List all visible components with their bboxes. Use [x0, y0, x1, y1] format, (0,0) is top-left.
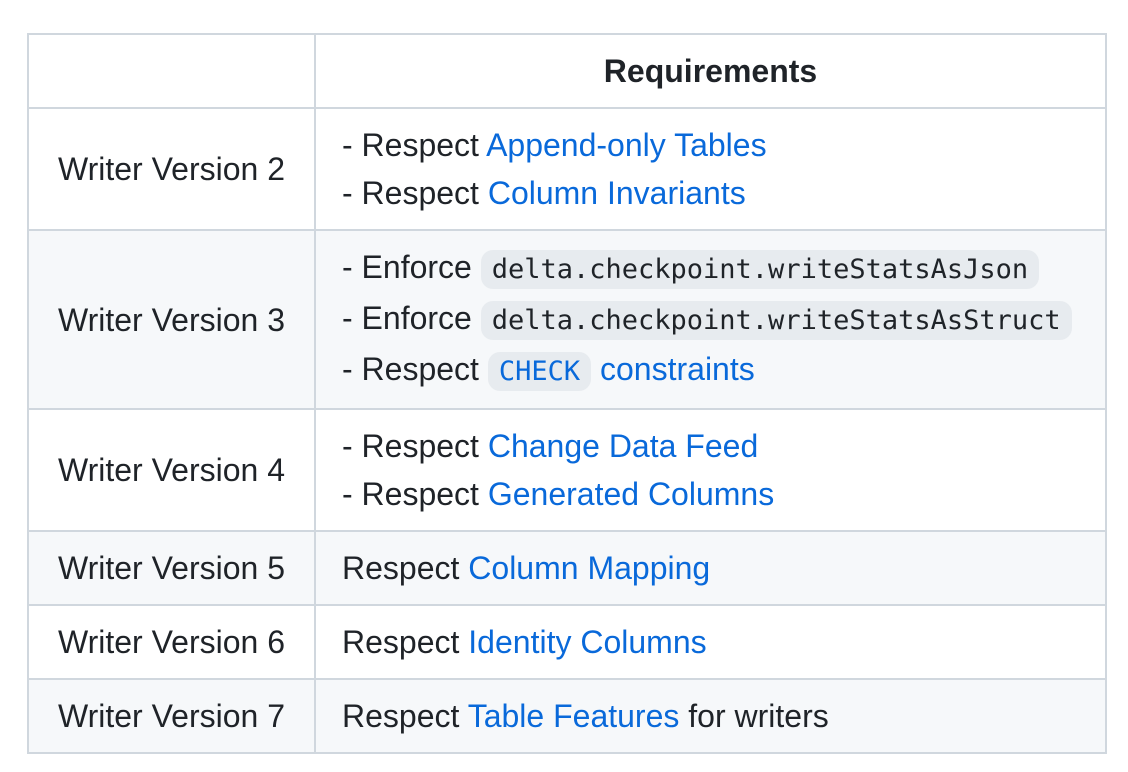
requirement-line: - Respect Change Data Feed — [342, 422, 1079, 470]
requirement-line: - Respect Append-only Tables — [342, 121, 1079, 169]
requirement-link[interactable]: Table Features — [467, 698, 680, 734]
requirement-link[interactable]: Identity Columns — [468, 624, 707, 660]
requirement-text: Respect — [342, 624, 469, 660]
requirement-link[interactable]: Append-only Tables — [486, 127, 767, 163]
requirements-cell: Respect Column Mapping — [314, 530, 1107, 606]
requirement-text: for writers — [679, 698, 829, 734]
inline-code: CHECK — [487, 352, 592, 391]
requirement-link[interactable]: Column Mapping — [468, 550, 711, 586]
writer-version-cell: Writer Version 2 — [27, 107, 316, 231]
column-header-requirements: Requirements — [314, 33, 1107, 109]
table-row: Writer Version 6 Respect Identity Columns — [27, 604, 1107, 680]
requirements-cell: - Respect Append-only Tables- Respect Co… — [314, 107, 1107, 231]
requirement-line: - Enforce delta.checkpoint.writeStatsAsJ… — [342, 243, 1079, 294]
requirement-line: Respect Identity Columns — [342, 618, 1079, 666]
writer-version-cell: Writer Version 7 — [27, 678, 316, 754]
requirements-cell: - Enforce delta.checkpoint.writeStatsAsJ… — [314, 229, 1107, 410]
requirement-link[interactable]: constraints — [600, 351, 755, 387]
table-row: Writer Version 4- Respect Change Data Fe… — [27, 408, 1107, 532]
requirements-cell: Respect Table Features for writers — [314, 678, 1107, 754]
requirement-text: - Enforce — [342, 249, 481, 285]
column-header-empty — [27, 33, 316, 109]
table-row: Writer Version 3 - Enforce delta.checkpoi… — [27, 229, 1107, 410]
table-row: Writer Version 7 Respect Table Features f… — [27, 678, 1107, 754]
requirement-line: Respect Table Features for writers — [342, 692, 1079, 740]
table-row: Writer Version 5 Respect Column Mapping — [27, 530, 1107, 606]
requirement-text: Respect — [342, 550, 469, 586]
requirements-cell: - Respect Change Data Feed- Respect Gene… — [314, 408, 1107, 532]
writer-requirements-table: Requirements Writer Version 2- Respect A… — [27, 33, 1107, 754]
inline-code-link[interactable]: CHECK — [498, 356, 581, 387]
writer-version-cell: Writer Version 6 — [27, 604, 316, 680]
requirement-link[interactable]: Change Data Feed — [487, 428, 759, 464]
requirement-text: Respect — [342, 698, 468, 734]
requirement-line: - Respect CHECK constraints — [342, 345, 1079, 396]
writer-version-cell: Writer Version 5 — [27, 530, 316, 606]
requirement-line: Respect Column Mapping — [342, 544, 1079, 592]
requirement-text: - Respect — [342, 175, 488, 211]
requirement-text: - Respect — [342, 428, 488, 464]
requirement-link[interactable]: Generated Columns — [487, 476, 775, 512]
inline-code: delta.checkpoint.writeStatsAsStruct — [480, 301, 1072, 340]
writer-version-cell: Writer Version 3 — [27, 229, 316, 410]
table-header-row: Requirements — [27, 33, 1107, 109]
table-row: Writer Version 2- Respect Append-only Ta… — [27, 107, 1107, 231]
requirement-text: - Enforce — [342, 300, 481, 336]
writer-version-cell: Writer Version 4 — [27, 408, 316, 532]
requirement-line: - Respect Generated Columns — [342, 470, 1079, 518]
requirement-text: - Respect — [342, 127, 487, 163]
requirements-cell: Respect Identity Columns — [314, 604, 1107, 680]
requirement-text: - Respect — [342, 476, 488, 512]
inline-code: delta.checkpoint.writeStatsAsJson — [480, 250, 1040, 289]
requirement-line: - Respect Column Invariants — [342, 169, 1079, 217]
requirement-text: - Respect — [342, 351, 488, 387]
writer-requirements-table-container: Requirements Writer Version 2- Respect A… — [27, 33, 1107, 754]
requirement-link[interactable]: Column Invariants — [487, 175, 746, 211]
requirement-line: - Enforce delta.checkpoint.writeStatsAsS… — [342, 294, 1079, 345]
requirement-text — [591, 351, 600, 387]
